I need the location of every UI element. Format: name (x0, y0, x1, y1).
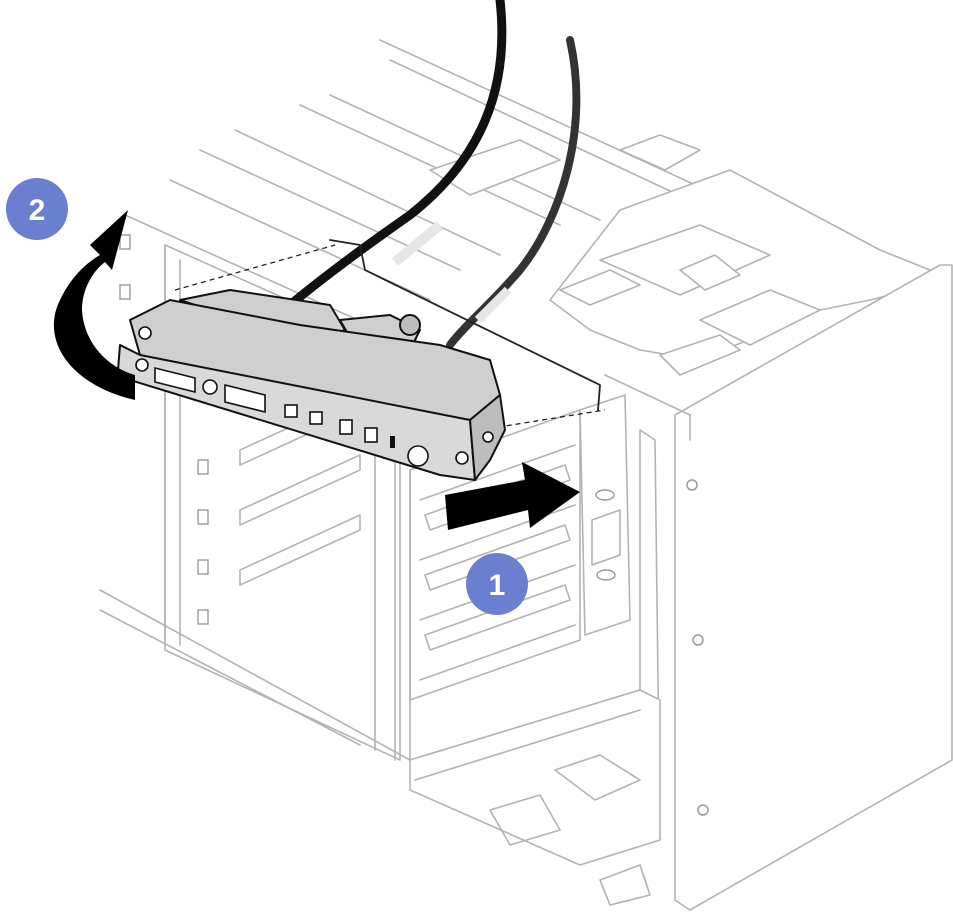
callout-1-label: 1 (489, 569, 506, 602)
callout-2: 2 (6, 178, 68, 240)
callout-1: 1 (466, 553, 528, 615)
arrow-right-icon (445, 462, 580, 530)
arrow-curved-icon (53, 210, 135, 400)
callout-2-label: 2 (29, 194, 46, 227)
